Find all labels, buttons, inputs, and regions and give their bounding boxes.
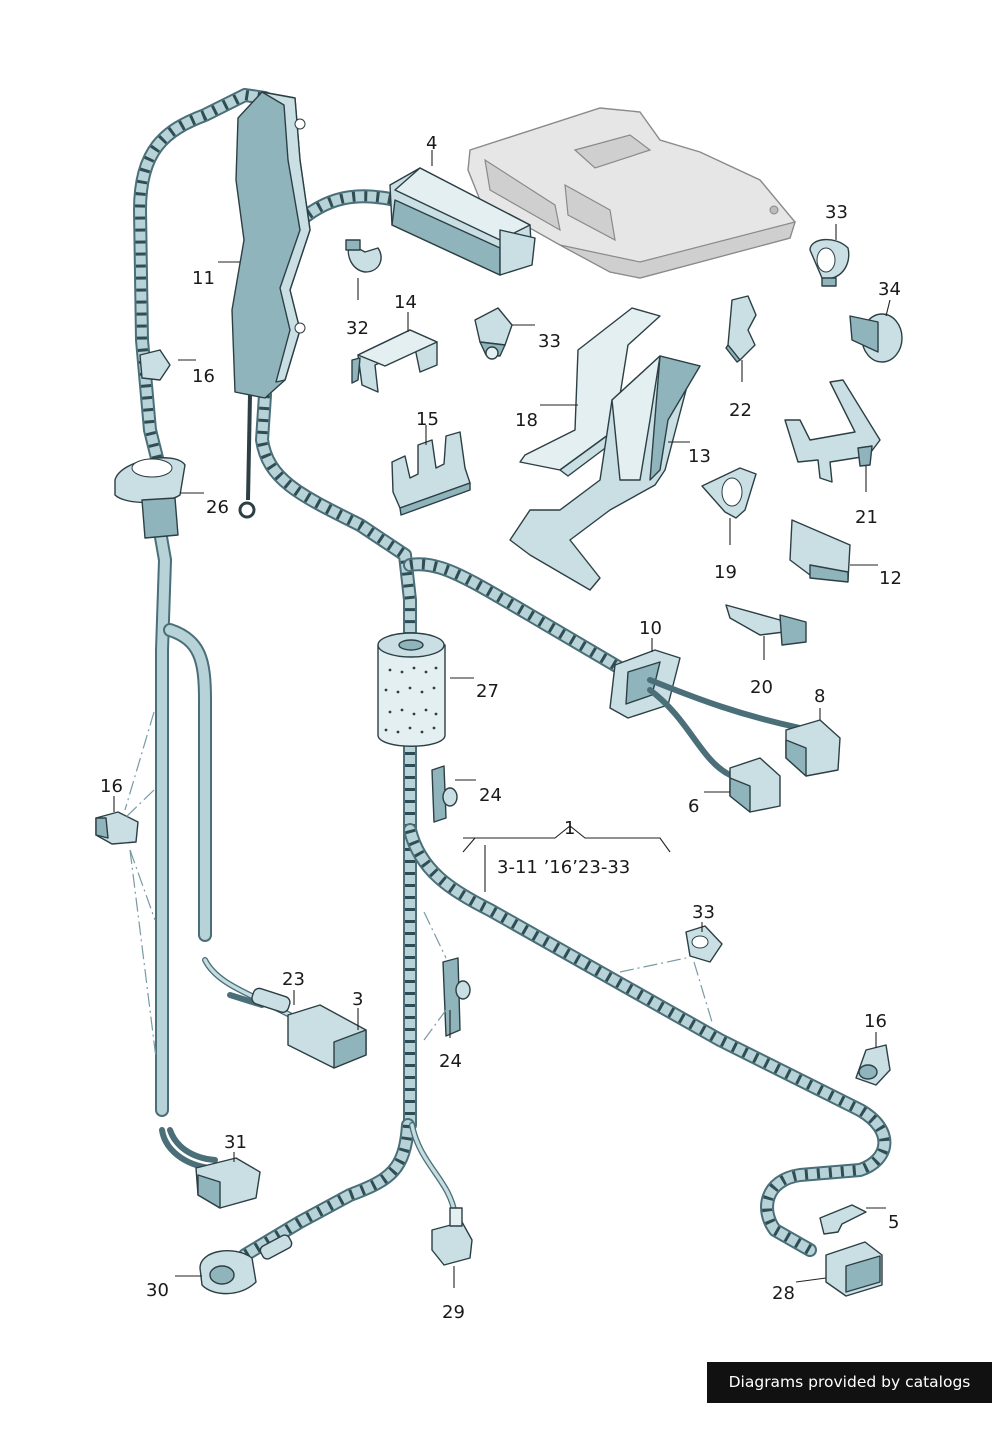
wiring-harness-diagram: 4 11 32 14 33 16 15 18 13 22 33 34 21 26… — [95, 88, 903, 1323]
connector-3 — [287, 1004, 367, 1069]
callout-30: 30 — [146, 1280, 169, 1301]
callout-10: 10 — [639, 618, 662, 639]
cable-tie-32 — [345, 239, 382, 273]
callout-4: 4 — [426, 133, 437, 154]
callout-16-top: 16 — [192, 366, 215, 387]
callout-23: 23 — [282, 969, 305, 990]
engine-control-unit — [467, 107, 796, 279]
callout-27: 27 — [476, 681, 499, 702]
callout-31: 31 — [224, 1132, 247, 1153]
callout-15: 15 — [416, 409, 439, 430]
cover-15 — [391, 431, 471, 516]
callout-24-upper: 24 — [479, 785, 502, 806]
cover-12 — [789, 519, 851, 583]
callout-33-right: 33 — [825, 202, 848, 223]
clip-22 — [725, 295, 757, 363]
cap-20 — [725, 604, 807, 646]
callout-34: 34 — [878, 279, 901, 300]
callout-8: 8 — [814, 686, 825, 707]
damping-sleeve-27 — [377, 632, 446, 747]
callout-33-lower: 33 — [692, 902, 715, 923]
connector-29 — [431, 1207, 473, 1266]
callout-29: 29 — [442, 1302, 465, 1323]
callout-14: 14 — [394, 292, 417, 313]
connector-30 — [199, 1234, 293, 1295]
clip-5 — [819, 1204, 867, 1235]
clip-33-lower — [685, 925, 723, 963]
callout-1-range: 3-11 ’16’23-33 — [497, 857, 630, 878]
callout-19: 19 — [714, 562, 737, 583]
callout-5: 5 — [888, 1212, 899, 1233]
connector-31 — [195, 1157, 261, 1209]
clip-16-top — [139, 349, 171, 381]
callout-6: 6 — [688, 796, 699, 817]
connector-28 — [825, 1241, 883, 1297]
callout-13: 13 — [688, 446, 711, 467]
wires-to-6-8 — [647, 677, 803, 778]
callout-1: 1 — [564, 818, 575, 839]
clip-19 — [701, 467, 757, 519]
holder-24-upper — [431, 765, 458, 823]
holder-14 — [351, 329, 438, 393]
grommet-34 — [849, 313, 903, 363]
callout-28: 28 — [772, 1283, 795, 1304]
callout-12: 12 — [879, 568, 902, 589]
clip-33-top — [474, 307, 513, 360]
harness-bracket-11 — [231, 91, 311, 399]
clip-33-right — [809, 238, 850, 287]
callout-labels: 4 11 32 14 33 16 15 18 13 22 33 34 21 26… — [100, 133, 902, 1323]
connector-8 — [785, 719, 841, 777]
callout-33-top: 33 — [538, 331, 561, 352]
footer-credit: Diagrams provided by catalogs parts — [707, 1362, 992, 1432]
bracket-21 — [784, 379, 881, 483]
callout-26: 26 — [206, 497, 229, 518]
grommet-26 — [114, 457, 186, 539]
callout-11: 11 — [192, 268, 215, 289]
callout-16-right: 16 — [864, 1011, 887, 1032]
leader-lines — [113, 150, 891, 1288]
callout-16-left: 16 — [100, 776, 123, 797]
clip-16-right — [855, 1044, 891, 1086]
sensor-23 — [227, 987, 291, 1013]
clip-16-left — [95, 811, 139, 845]
callout-24-lower: 24 — [439, 1051, 462, 1072]
holder-24-lower — [442, 957, 471, 1037]
callout-22: 22 — [729, 400, 752, 421]
callout-32: 32 — [346, 318, 369, 339]
callout-20: 20 — [750, 677, 773, 698]
callout-3: 3 — [352, 989, 363, 1010]
bracket-13 — [509, 355, 701, 591]
callout-18: 18 — [515, 410, 538, 431]
ecu-connector-4 — [389, 167, 536, 276]
connector-6 — [729, 757, 781, 813]
callout-21: 21 — [855, 507, 878, 528]
assembly-lines — [124, 711, 713, 1059]
